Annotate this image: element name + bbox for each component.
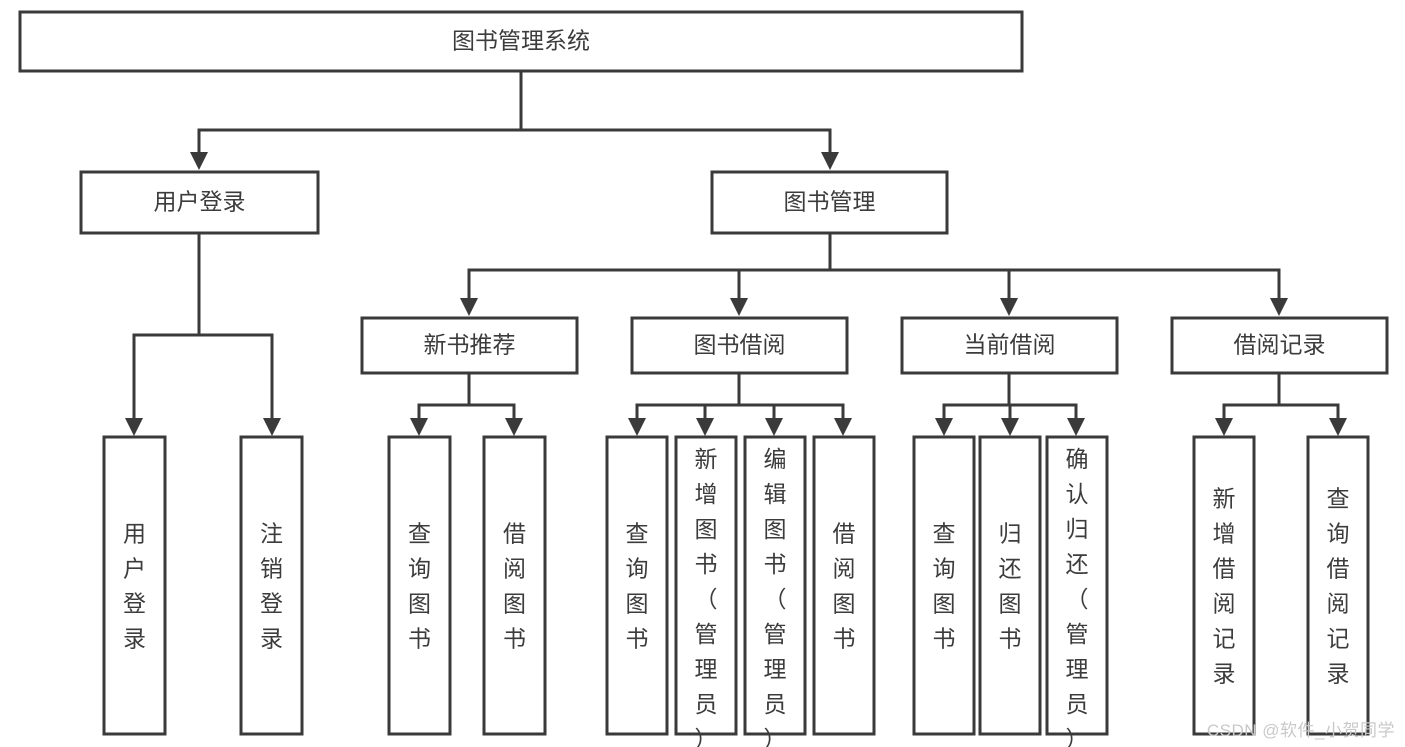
node-box-leaf-rec-query[interactable]: [1306, 435, 1370, 736]
arrow-borrow-to-add: [696, 418, 714, 436]
arrow-book-to-new: [460, 298, 478, 316]
arrow-borrow-to-edit: [765, 418, 783, 436]
node-label-l1-book: 图书管理: [784, 189, 876, 215]
node-l2-record[interactable]: 借阅记录: [1170, 316, 1389, 375]
arrow-current-to-return: [1001, 418, 1019, 436]
node-leaf-user-login[interactable]: 用户登录: [102, 435, 167, 736]
node-l1-book[interactable]: 图书管理: [710, 170, 949, 235]
node-leaf-borrow-edit[interactable]: 编辑图书（管理员）: [743, 435, 807, 747]
arrow-new-to-query: [410, 418, 428, 436]
node-box-leaf-borrow-add[interactable]: [674, 435, 738, 736]
node-box-l2-record[interactable]: [1170, 316, 1389, 375]
node-label-leaf-borrow-lend: 借阅图书: [833, 521, 856, 652]
node-layer: 图书管理系统用户登录图书管理新书推荐图书借阅当前借阅借阅记录用户登录注销登录查询…: [18, 10, 1389, 747]
node-label-l2-record: 借阅记录: [1234, 332, 1326, 358]
node-leaf-rec-query[interactable]: 查询借阅记录: [1306, 435, 1370, 736]
node-l2-borrow[interactable]: 图书借阅: [630, 316, 849, 375]
node-box-leaf-rec-add[interactable]: [1192, 435, 1256, 736]
node-box-l2-current[interactable]: [900, 316, 1119, 375]
node-box-l1-user[interactable]: [79, 170, 320, 235]
node-label-leaf-new-query: 查询图书: [408, 521, 431, 652]
arrow-borrow-to-query: [628, 418, 646, 436]
node-box-l2-new[interactable]: [360, 316, 579, 375]
node-box-l1-book[interactable]: [710, 170, 949, 235]
arrow-root-to-user: [190, 152, 208, 170]
node-l2-new[interactable]: 新书推荐: [360, 316, 579, 375]
node-box-leaf-borrow-edit[interactable]: [743, 435, 807, 736]
node-label-l2-new: 新书推荐: [424, 332, 516, 358]
arrow-borrow-to-lend: [834, 418, 852, 436]
node-l2-current[interactable]: 当前借阅: [900, 316, 1119, 375]
csdn-watermark: CSDN @软件_小贺同学: [1206, 721, 1395, 740]
arrow-book-to-record: [1270, 298, 1288, 316]
arrow-current-to-query: [935, 418, 953, 436]
node-label-root: 图书管理系统: [452, 28, 590, 54]
node-leaf-new-query[interactable]: 查询图书: [387, 435, 452, 736]
node-label-leaf-new-borrow: 借阅图书: [503, 521, 526, 652]
arrow-user-to-logout: [263, 418, 281, 436]
node-label-leaf-rec-add: 新增借阅记录: [1213, 486, 1236, 687]
node-label-leaf-user-login: 用户登录: [123, 521, 146, 652]
node-box-leaf-new-query[interactable]: [387, 435, 452, 736]
node-box-leaf-borrow-lend[interactable]: [812, 435, 876, 736]
node-leaf-cur-return[interactable]: 归还图书: [978, 435, 1042, 736]
node-box-leaf-cur-query[interactable]: [912, 435, 976, 736]
node-leaf-rec-add[interactable]: 新增借阅记录: [1192, 435, 1256, 736]
node-box-leaf-user-logout[interactable]: [239, 435, 304, 736]
node-box-l2-borrow[interactable]: [630, 316, 849, 375]
node-leaf-borrow-lend[interactable]: 借阅图书: [812, 435, 876, 736]
arrow-current-to-confirm: [1067, 418, 1085, 436]
node-label-leaf-cur-confirm: 确认归还（管理员）: [1066, 446, 1089, 747]
node-box-leaf-user-login[interactable]: [102, 435, 167, 736]
node-root[interactable]: 图书管理系统: [18, 10, 1024, 73]
node-label-l2-borrow: 图书借阅: [694, 332, 786, 358]
arrowhead-layer: [125, 152, 1347, 436]
node-label-leaf-borrow-edit: 编辑图书（管理员）: [764, 446, 787, 747]
arrow-book-to-current: [1000, 298, 1018, 316]
node-label-leaf-borrow-query: 查询图书: [626, 521, 649, 652]
node-leaf-new-borrow[interactable]: 借阅图书: [482, 435, 547, 736]
node-leaf-cur-confirm[interactable]: 确认归还（管理员）: [1045, 435, 1109, 747]
arrow-user-to-login: [125, 418, 143, 436]
arrow-book-to-borrow: [730, 298, 748, 316]
node-leaf-borrow-add[interactable]: 新增图书（管理员）: [674, 435, 738, 747]
node-label-leaf-borrow-add: 新增图书（管理员）: [695, 446, 718, 747]
node-l1-user[interactable]: 用户登录: [79, 170, 320, 235]
arrow-record-to-query: [1329, 418, 1347, 436]
node-label-leaf-cur-query: 查询图书: [933, 521, 956, 652]
node-box-leaf-cur-return[interactable]: [978, 435, 1042, 736]
arrow-record-to-add: [1215, 418, 1233, 436]
node-box-leaf-borrow-query[interactable]: [605, 435, 669, 736]
node-box-root[interactable]: [18, 10, 1024, 73]
node-label-leaf-rec-query: 查询借阅记录: [1327, 486, 1350, 687]
node-label-leaf-user-logout: 注销登录: [260, 521, 283, 652]
node-leaf-cur-query[interactable]: 查询图书: [912, 435, 976, 736]
node-box-leaf-new-borrow[interactable]: [482, 435, 547, 736]
node-box-leaf-cur-confirm[interactable]: [1045, 435, 1109, 736]
node-label-l1-user: 用户登录: [154, 189, 246, 215]
node-label-leaf-cur-return: 归还图书: [999, 521, 1022, 652]
node-label-l2-current: 当前借阅: [964, 332, 1056, 358]
node-leaf-user-logout[interactable]: 注销登录: [239, 435, 304, 736]
arrow-root-to-book: [821, 152, 839, 170]
node-leaf-borrow-query[interactable]: 查询图书: [605, 435, 669, 736]
arrow-new-to-borrow: [505, 418, 523, 436]
